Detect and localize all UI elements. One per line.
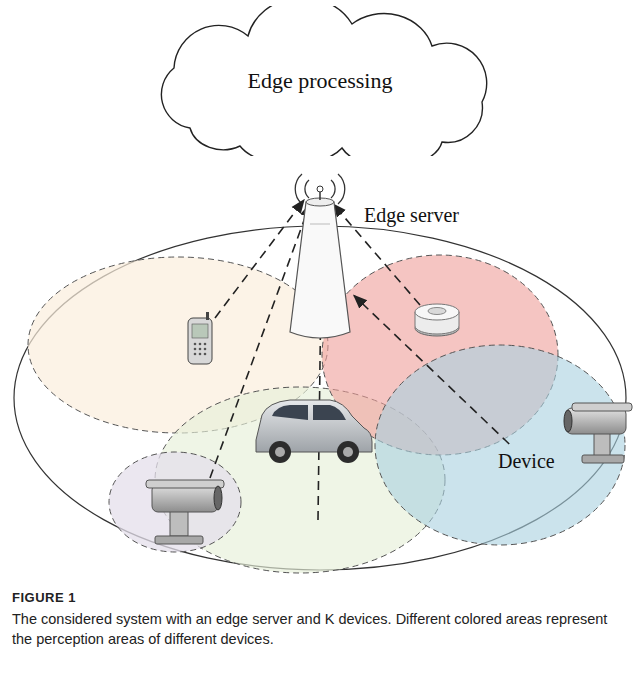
smoke-detector xyxy=(415,304,459,320)
uplink-arrow xyxy=(210,200,420,520)
antenna-tip xyxy=(317,186,323,192)
car xyxy=(275,447,285,457)
mobile-phone xyxy=(194,353,197,356)
cloud-label: Edge processing xyxy=(130,6,510,156)
signal-waves xyxy=(295,174,302,204)
car xyxy=(269,441,291,463)
mobile-phone xyxy=(204,353,207,356)
server-tower: Edge server xyxy=(288,184,352,342)
mobile-phone xyxy=(194,343,197,346)
signal-waves xyxy=(331,180,335,198)
mobile-phone xyxy=(199,353,202,356)
figure-number: FIGURE 1 xyxy=(12,590,76,605)
camera-device xyxy=(582,455,624,463)
camera-device xyxy=(170,510,188,536)
smoke-detector xyxy=(428,308,446,315)
camera-device xyxy=(594,432,610,456)
tower-shape xyxy=(288,184,352,342)
car xyxy=(256,400,372,463)
mobile-phone xyxy=(206,312,209,320)
mobile-phone xyxy=(204,348,207,351)
device-label: Device xyxy=(494,448,561,475)
mobile-phone xyxy=(188,318,212,364)
signal-waves xyxy=(295,174,345,204)
car xyxy=(337,441,359,463)
cloud-node: Edge processing xyxy=(130,6,510,156)
server-label: Edge server xyxy=(364,204,459,227)
perception-area xyxy=(109,452,241,552)
signal-waves xyxy=(338,174,345,204)
car xyxy=(343,447,353,457)
smoke-detector xyxy=(415,304,459,336)
car xyxy=(272,405,308,420)
tower-body xyxy=(310,224,330,225)
mobile-phone xyxy=(192,324,208,338)
mobile-phone xyxy=(204,343,207,346)
uplink-arrow xyxy=(354,296,509,444)
mobile-phone xyxy=(199,343,202,346)
mobile-phone xyxy=(199,348,202,351)
camera-device xyxy=(146,480,224,544)
tower-body xyxy=(290,202,350,338)
car xyxy=(313,405,346,420)
camera-device xyxy=(566,408,626,434)
mobile-phone xyxy=(188,312,212,364)
perception-area xyxy=(28,257,328,433)
camera-device xyxy=(146,480,224,488)
tower-outline xyxy=(290,186,350,338)
camera-device xyxy=(214,486,222,510)
figure-caption: The considered system with an edge serve… xyxy=(12,610,622,649)
camera-device xyxy=(564,410,572,432)
camera-device xyxy=(155,536,203,544)
mobile-phone xyxy=(194,348,197,351)
camera-device xyxy=(564,403,632,463)
signal-waves xyxy=(305,180,309,198)
mobile-phone xyxy=(194,343,207,356)
camera-device xyxy=(572,403,632,411)
perception-area xyxy=(375,345,625,545)
device-label-node: Device xyxy=(494,448,561,475)
